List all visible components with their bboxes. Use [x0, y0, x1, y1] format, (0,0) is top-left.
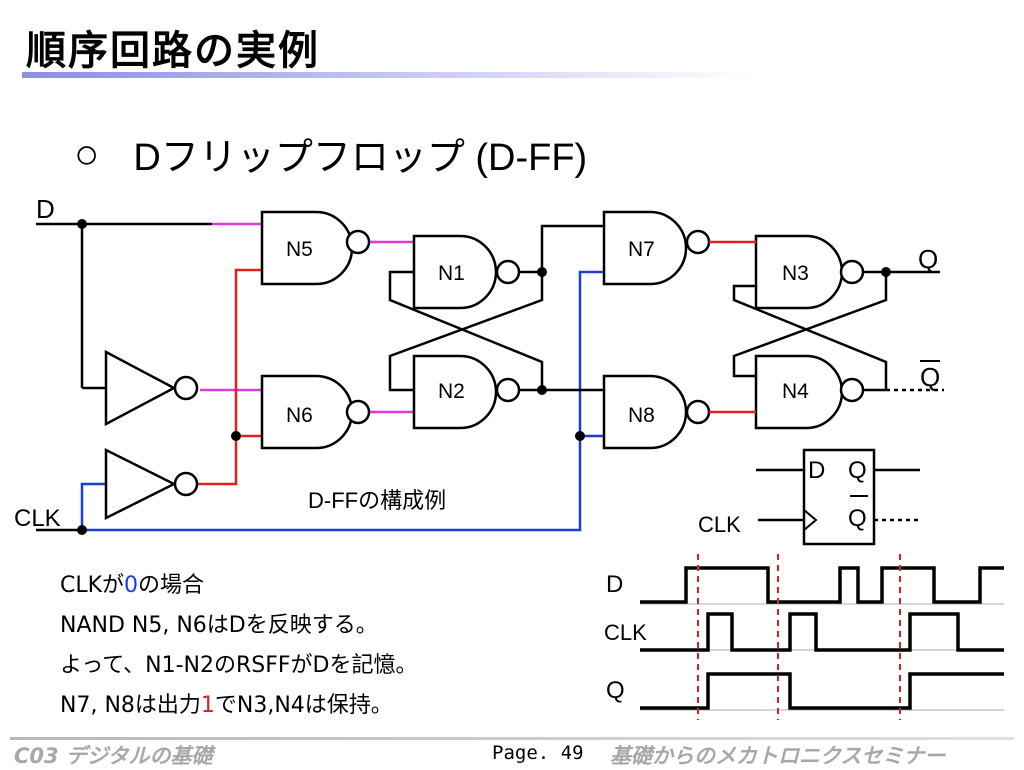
clk-value-zero: 0 — [124, 573, 139, 598]
circuit-caption: D-FFの構成例 — [308, 488, 446, 513]
gate-label-n8: N8 — [628, 404, 655, 427]
gate-n2 — [412, 354, 521, 430]
gate-label-n3: N3 — [782, 262, 809, 285]
dff-pin-qbar: Q — [848, 505, 867, 532]
waveform-d — [640, 566, 1004, 604]
gate-label-n4: N4 — [782, 380, 809, 403]
input-d-label: D — [36, 194, 55, 224]
subtitle-text: Dフリップフロップ (D-FF) — [133, 137, 588, 179]
gate-n4 — [754, 354, 865, 430]
gate-label-n6: N6 — [286, 404, 313, 427]
waveform-clk — [640, 612, 1004, 652]
junction-dot — [575, 431, 585, 441]
desc-line-3: よって、N1-N2のRSFFがDを記憶。 — [60, 653, 418, 678]
gate-n5 — [260, 210, 371, 286]
inverter-clk — [104, 447, 199, 521]
footer-course-title: C03 デジタルの基礎 — [14, 744, 213, 768]
subtitle: ○ Dフリップフロップ (D-FF) — [74, 126, 587, 181]
gate-label-n5: N5 — [286, 238, 313, 261]
circle-bullet-icon: ○ — [74, 129, 100, 177]
inverter-d — [104, 349, 199, 427]
description: CLKが0の場合 NAND N5, N6はDを反映する。 よって、N1-N2のR… — [60, 566, 418, 726]
junction-dot — [881, 267, 891, 277]
output-qbar-label: Q — [920, 362, 940, 392]
timing-label-clk: CLK — [604, 620, 647, 645]
output-q-label: Q — [918, 244, 938, 274]
gate-label-n7: N7 — [628, 238, 655, 261]
junction-dot — [77, 219, 87, 229]
waveform-q — [640, 672, 1004, 710]
gate-n1 — [412, 234, 521, 310]
timing-label-q: Q — [606, 677, 625, 704]
output-value-one: 1 — [200, 693, 215, 718]
footer-rule — [10, 737, 1014, 740]
gate-n7 — [602, 210, 711, 286]
page-title: 順序回路の実例 — [26, 28, 320, 74]
junction-dot — [77, 525, 87, 535]
junction-dot — [537, 267, 547, 277]
dff-pin-d: D — [808, 457, 825, 484]
gate-label-n1: N1 — [438, 262, 465, 285]
desc-line-1: CLKが0の場合 — [60, 573, 205, 598]
dff-pin-q: Q — [848, 457, 867, 484]
gate-label-n2: N2 — [438, 380, 465, 403]
junction-dot — [231, 431, 241, 441]
junction-dot — [537, 385, 547, 395]
dff-symbol — [756, 448, 920, 546]
gate-n6 — [260, 374, 371, 450]
desc-line-4: N7, N8は出力1でN3,N4は保持。 — [60, 693, 393, 718]
gate-n8 — [602, 374, 711, 450]
timing-diagram — [640, 554, 1004, 720]
gate-n3 — [754, 234, 865, 310]
timing-label-d: D — [606, 571, 623, 598]
input-clk-label: CLK — [14, 505, 61, 532]
page-number: Page. 49 — [492, 742, 584, 764]
footer-series-title: 基礎からのメカトロニクスセミナー — [610, 744, 946, 768]
title-underline — [22, 72, 752, 78]
desc-line-2: NAND N5, N6はDを反映する。 — [60, 613, 378, 638]
dff-clk-label: CLK — [698, 512, 741, 537]
